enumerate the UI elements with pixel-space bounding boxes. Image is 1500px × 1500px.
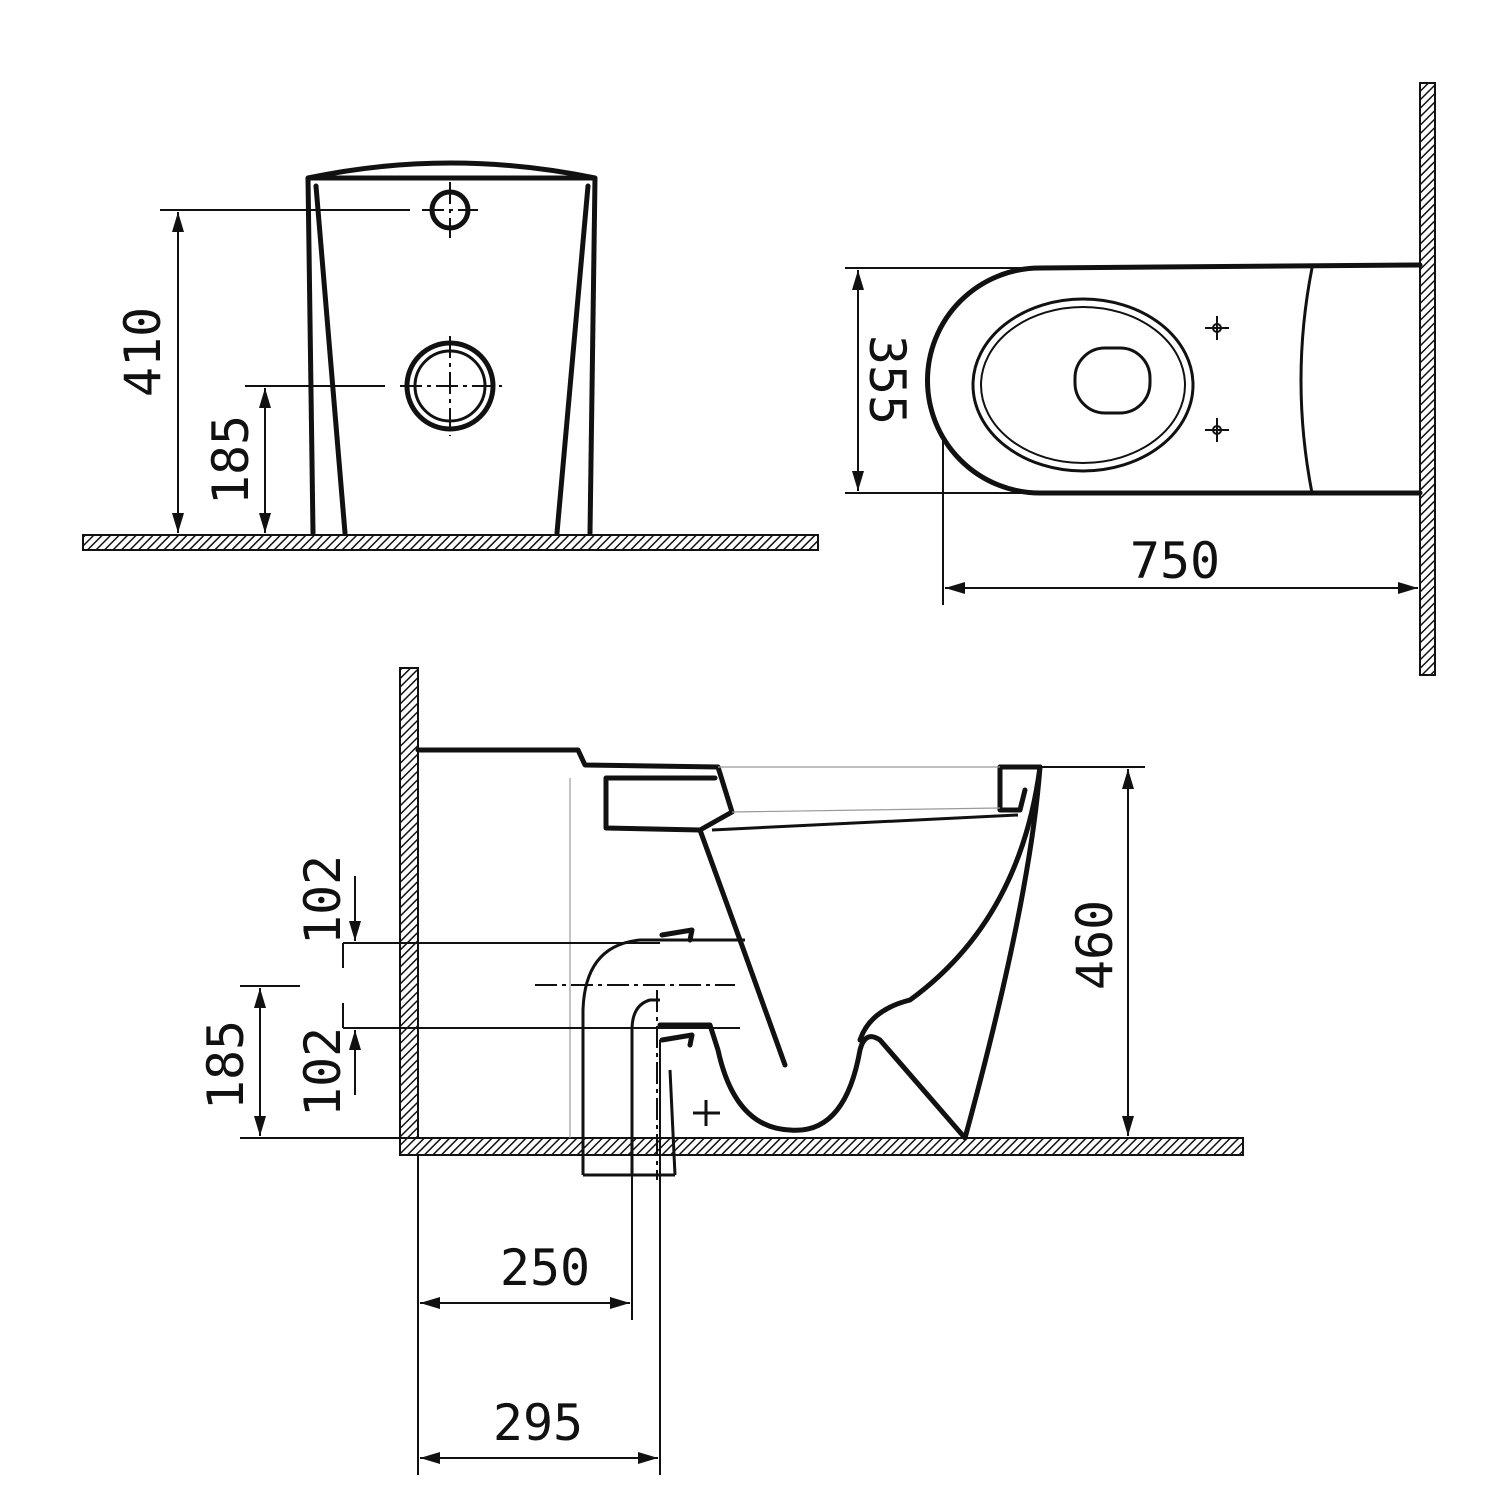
toilet-front-outline [305, 160, 598, 536]
dim-410: 410 [114, 307, 172, 397]
dim-460: 460 [1066, 900, 1124, 990]
floor-hatch-side [399, 1137, 1244, 1156]
bowl-opening [1073, 346, 1152, 415]
seat-outline [971, 297, 1195, 473]
dim-355: 355 [858, 335, 916, 425]
wall-hatch [1419, 82, 1436, 676]
dim-102-lower: 102 [294, 1027, 352, 1117]
dim-750: 750 [1130, 532, 1220, 590]
dim-102-upper: 102 [294, 855, 352, 945]
center-mark-icon [693, 1100, 720, 1126]
top-view: 355 750 [845, 82, 1436, 676]
waste-pipe [581, 938, 745, 1177]
dim-295: 295 [493, 1394, 583, 1452]
fixing-point-icon [1205, 316, 1229, 442]
outlet-hole [400, 336, 502, 436]
dim-185-side: 185 [197, 1020, 255, 1110]
floor-hatch [82, 534, 819, 551]
wall-hatch-side [399, 667, 419, 1156]
dim-250: 250 [500, 1239, 590, 1297]
dim-185-front: 185 [202, 415, 260, 505]
front-view: 410 185 [82, 160, 819, 551]
toilet-top-outline [925, 262, 1423, 496]
toilet-side-outline [415, 747, 1043, 1141]
side-view: 102 102 185 460 250 295 [197, 667, 1244, 1475]
inlet-hole [422, 182, 478, 238]
